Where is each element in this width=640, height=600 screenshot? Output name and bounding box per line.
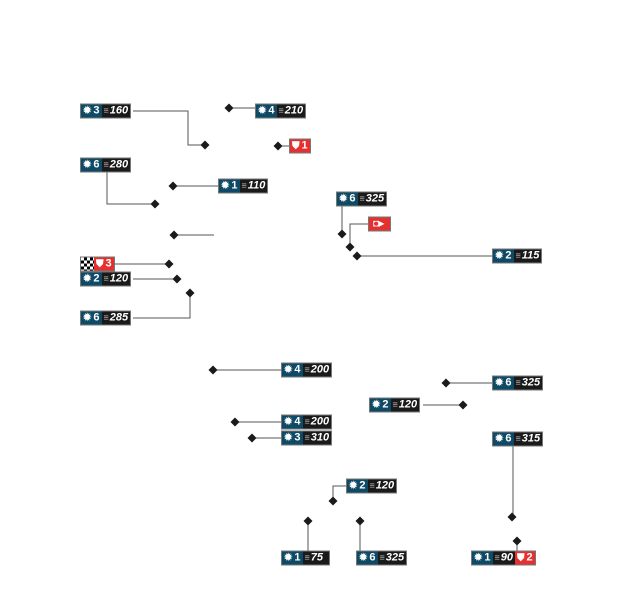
gear-icon: ✹ bbox=[372, 399, 381, 411]
node-diamond[interactable] bbox=[328, 496, 338, 506]
gear-speed-alert-label[interactable]: ✹1≡90⛊2 bbox=[471, 550, 536, 566]
node-diamond[interactable] bbox=[168, 181, 178, 191]
speed-lines-icon: ≡ bbox=[515, 250, 521, 261]
node-diamond[interactable] bbox=[352, 251, 362, 261]
connector bbox=[332, 485, 346, 501]
gear-icon: ✹ bbox=[495, 377, 504, 389]
node-diamond[interactable] bbox=[169, 230, 179, 240]
finish-alert-label[interactable]: ⛊3 bbox=[80, 256, 115, 272]
speed-lines-icon: ≡ bbox=[379, 552, 385, 563]
gear-icon: ✹ bbox=[221, 180, 230, 192]
node-diamond[interactable] bbox=[303, 516, 313, 526]
node-diamond[interactable] bbox=[200, 140, 210, 150]
connector bbox=[106, 172, 155, 205]
gear-icon: ✹ bbox=[284, 416, 293, 428]
shield-icon: ⛊ bbox=[517, 552, 525, 564]
connector bbox=[133, 110, 205, 146]
gear-icon: ✹ bbox=[339, 193, 348, 205]
connector bbox=[349, 223, 368, 247]
gear-speed-label[interactable]: ✹1≡110 bbox=[218, 178, 269, 194]
gear-icon: ✹ bbox=[83, 159, 92, 171]
speed-lines-icon: ≡ bbox=[241, 180, 247, 191]
speed-lines-icon: ≡ bbox=[369, 480, 375, 491]
node-diamond[interactable] bbox=[185, 288, 195, 298]
gear-speed-label[interactable]: ✹6≡285 bbox=[80, 310, 132, 326]
connector bbox=[133, 293, 191, 319]
speed-lines-icon: ≡ bbox=[359, 193, 365, 204]
speed-lines-icon: ≡ bbox=[304, 432, 310, 443]
speed-lines-icon: ≡ bbox=[304, 364, 310, 375]
speed-lines-icon: ≡ bbox=[515, 433, 521, 444]
checkered-flag-icon bbox=[81, 257, 94, 271]
shield-icon: ⛊ bbox=[96, 258, 104, 270]
gear-speed-label[interactable]: ✹4≡200 bbox=[281, 362, 333, 378]
gear-speed-label[interactable]: ✹3≡310 bbox=[281, 430, 333, 446]
gear-speed-label[interactable]: ✹2≡120 bbox=[369, 397, 421, 413]
gear-icon: ✹ bbox=[284, 432, 293, 444]
node-diamond[interactable] bbox=[172, 274, 182, 284]
gear-icon: ✹ bbox=[495, 433, 504, 445]
camera-icon: ◘▸ bbox=[373, 218, 385, 230]
node-diamond[interactable] bbox=[512, 536, 522, 546]
gear-speed-label[interactable]: ✹2≡120 bbox=[346, 478, 398, 494]
node-diamond[interactable] bbox=[441, 378, 451, 388]
node-diamond[interactable] bbox=[247, 433, 257, 443]
shield-icon: ⛊ bbox=[292, 140, 300, 152]
speed-lines-icon: ≡ bbox=[392, 399, 398, 410]
node-diamond[interactable] bbox=[507, 512, 517, 522]
gear-speed-label[interactable]: ✹4≡200 bbox=[281, 414, 333, 430]
gear-speed-label[interactable]: ✹3≡160 bbox=[80, 103, 132, 119]
gear-speed-label[interactable]: ✹6≡325 bbox=[356, 550, 408, 566]
gear-icon: ✹ bbox=[83, 105, 92, 117]
node-diamond[interactable] bbox=[345, 242, 355, 252]
node-diamond[interactable] bbox=[230, 417, 240, 427]
gear-speed-label[interactable]: ✹6≡325 bbox=[492, 375, 544, 391]
speed-lines-icon: ≡ bbox=[103, 105, 109, 116]
speed-lines-icon: ≡ bbox=[304, 416, 310, 427]
node-diamond[interactable] bbox=[208, 365, 218, 375]
gear-icon: ✹ bbox=[284, 364, 293, 376]
gear-speed-label[interactable]: ✹1≡75 bbox=[281, 550, 331, 566]
gear-speed-label[interactable]: ✹6≡325 bbox=[336, 191, 388, 207]
speed-lines-icon: ≡ bbox=[494, 552, 500, 563]
speed-lines-icon: ≡ bbox=[304, 552, 310, 563]
gear-icon: ✹ bbox=[349, 480, 358, 492]
speed-lines-icon: ≡ bbox=[103, 273, 109, 284]
node-diamond[interactable] bbox=[337, 229, 347, 239]
speed-lines-icon: ≡ bbox=[278, 105, 284, 116]
node-diamond[interactable] bbox=[273, 141, 283, 151]
gear-icon: ✹ bbox=[258, 105, 267, 117]
gear-icon: ✹ bbox=[359, 552, 368, 564]
gear-speed-label[interactable]: ✹6≡315 bbox=[492, 431, 544, 447]
gear-icon: ✹ bbox=[83, 312, 92, 324]
gear-icon: ✹ bbox=[474, 552, 483, 564]
camera-label[interactable]: ◘▸ bbox=[368, 216, 392, 232]
gear-speed-label[interactable]: ✹6≡280 bbox=[80, 157, 132, 173]
speed-lines-icon: ≡ bbox=[103, 159, 109, 170]
speed-lines-icon: ≡ bbox=[515, 377, 521, 388]
node-diamond[interactable] bbox=[150, 199, 160, 209]
gear-icon: ✹ bbox=[284, 552, 293, 564]
node-diamond[interactable] bbox=[164, 259, 174, 269]
gear-icon: ✹ bbox=[495, 250, 504, 262]
gear-speed-label[interactable]: ✹2≡115 bbox=[492, 248, 543, 264]
node-diamond[interactable] bbox=[224, 103, 234, 113]
speed-lines-icon: ≡ bbox=[103, 312, 109, 323]
gear-icon: ✹ bbox=[83, 273, 92, 285]
node-diamond[interactable] bbox=[355, 516, 365, 526]
node-diamond[interactable] bbox=[458, 400, 468, 410]
gear-speed-label[interactable]: ✹2≡120 bbox=[80, 271, 132, 287]
alert-label[interactable]: ⛊1 bbox=[289, 138, 311, 154]
gear-speed-label[interactable]: ✹4≡210 bbox=[255, 103, 307, 119]
